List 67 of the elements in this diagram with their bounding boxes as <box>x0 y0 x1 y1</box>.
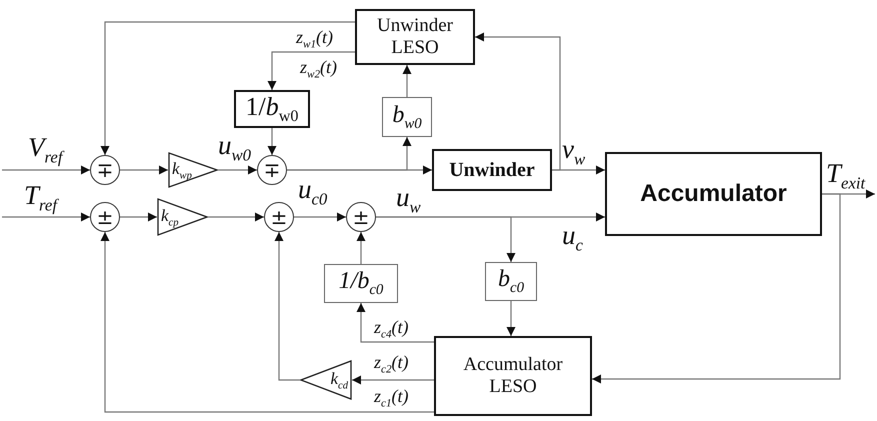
signal-label: z$_{c1}$(t) <box>374 387 409 410</box>
summing-junction <box>90 155 120 185</box>
signal-label: v$_{w}$ <box>562 136 586 168</box>
signal-label: u$_{w}$ <box>396 184 421 216</box>
block-label: Accumulator <box>640 180 787 208</box>
gain-block <box>157 198 208 236</box>
block-label: 1/b$_{w0}$ <box>246 92 298 126</box>
signal-arrow <box>402 65 412 97</box>
gain-block <box>300 360 352 400</box>
summing-junction <box>257 155 287 185</box>
observer-block <box>355 9 475 65</box>
signal-arrow <box>287 137 412 171</box>
signal-label: T$_{exit}$ <box>826 160 866 192</box>
signal-arrow <box>120 166 168 174</box>
signal-arrow <box>376 216 516 262</box>
signal-arrow <box>475 32 561 171</box>
signal-label: z$_{c2}$(t) <box>374 353 409 376</box>
signal-arrow <box>268 128 276 155</box>
signal-arrow <box>274 232 300 381</box>
signal-arrow <box>2 166 90 174</box>
block-label: 1/b$_{c0}$ <box>338 268 384 299</box>
gain-label: k$_{wp}$ <box>172 158 192 182</box>
signal-arrow <box>268 51 355 90</box>
sign-label: ± <box>96 207 114 227</box>
signal-arrow <box>506 301 516 336</box>
signal-arrow <box>352 376 434 384</box>
block-label: Unwinder <box>449 158 535 182</box>
signal-arrow <box>2 212 90 222</box>
signal-arrow <box>592 193 841 384</box>
signal-label: z$_{w1}$(t) <box>296 28 334 51</box>
sign-label: ± <box>352 207 370 227</box>
process-block <box>605 152 822 236</box>
summing-junction <box>264 202 294 232</box>
signal-label: T$_{ref}$ <box>24 182 57 214</box>
sign-label: ± <box>270 207 288 227</box>
signal-label: u$_{c0}$ <box>298 176 328 208</box>
signal-arrow <box>356 303 434 343</box>
signal-arrow <box>100 232 434 413</box>
gain-block <box>234 90 310 128</box>
summing-junction <box>346 202 376 232</box>
process-block <box>432 149 552 191</box>
block-label: b$_{c0}$ <box>498 266 524 297</box>
gain-block <box>485 262 537 301</box>
signal-label: z$_{w2}$(t) <box>300 58 338 81</box>
signal-arrow <box>822 190 875 198</box>
gain-block <box>168 152 218 188</box>
signal-arrow <box>218 166 257 174</box>
observer-block <box>434 336 592 416</box>
signal-arrow <box>208 212 264 222</box>
signal-arrow <box>356 232 366 264</box>
block-label: Accumulator LESO <box>462 354 564 398</box>
gain-label: k$_{cp}$ <box>161 206 178 228</box>
sign-label: ∓ <box>264 160 280 180</box>
summing-junction <box>90 202 120 232</box>
sign-label: ∓ <box>96 160 114 180</box>
signal-arrow <box>120 212 157 222</box>
signal-label: u$_{w0}$ <box>218 132 252 164</box>
signal-label: V$_{ref}$ <box>28 134 62 166</box>
gain-block <box>382 97 432 137</box>
signal-label: u$_{c}$ <box>562 222 583 254</box>
gain-block <box>324 264 398 303</box>
signal-arrow <box>294 212 346 222</box>
block-label: b$_{w0}$ <box>392 102 422 132</box>
block-label: Unwinder LESO <box>376 15 454 59</box>
signal-label: z$_{c4}$(t) <box>374 318 409 341</box>
signal-arrow <box>100 21 355 155</box>
gain-label: k$_{cd}$ <box>330 368 348 392</box>
